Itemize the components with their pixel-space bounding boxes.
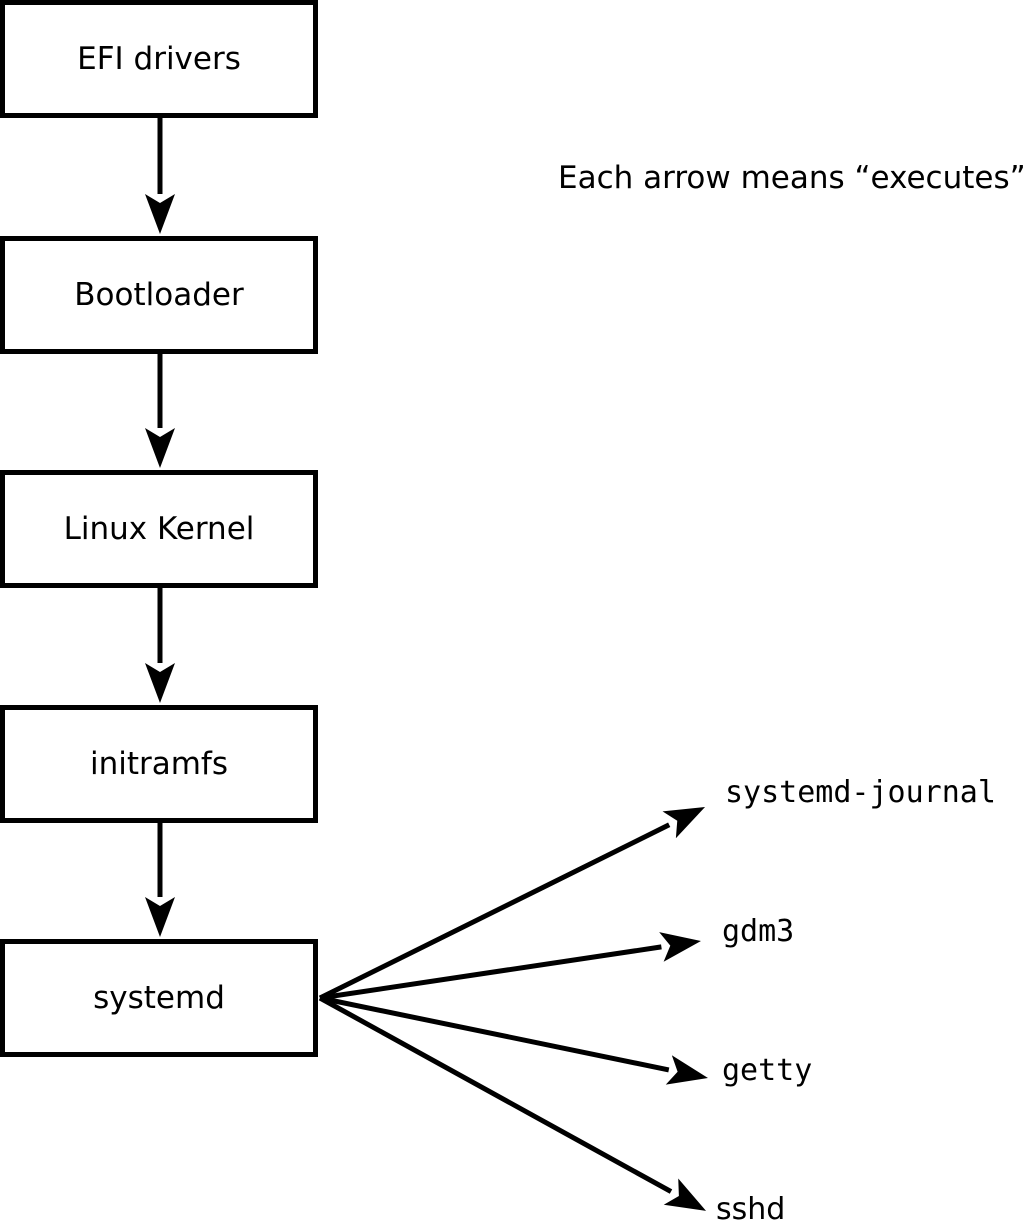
node-initramfs: initramfs [0, 705, 318, 823]
arrow-systemd-to-journal [318, 807, 706, 1001]
node-label: Linux Kernel [63, 510, 255, 547]
node-label: initramfs [89, 745, 229, 782]
arrow-legend-note: Each arrow means “executes”. [558, 160, 1023, 196]
label-gdm3: gdm3 [722, 914, 795, 949]
node-label: Bootloader [74, 276, 244, 313]
node-bootloader: Bootloader [0, 236, 318, 354]
node-linux-kernel: Linux Kernel [0, 470, 318, 588]
label-systemd-journal: systemd-journal [725, 775, 996, 810]
label-getty: getty [722, 1053, 813, 1088]
arrow-systemd-to-gdm3 [319, 932, 701, 1001]
node-label: EFI drivers [77, 40, 241, 77]
node-systemd: systemd [0, 939, 318, 1057]
arrow-systemd-to-sshd [318, 995, 707, 1211]
arrow-systemd-to-getty [319, 995, 708, 1085]
node-efi-drivers: EFI drivers [0, 0, 318, 118]
label-sshd: sshd [716, 1192, 786, 1227]
node-label: systemd [93, 979, 225, 1016]
